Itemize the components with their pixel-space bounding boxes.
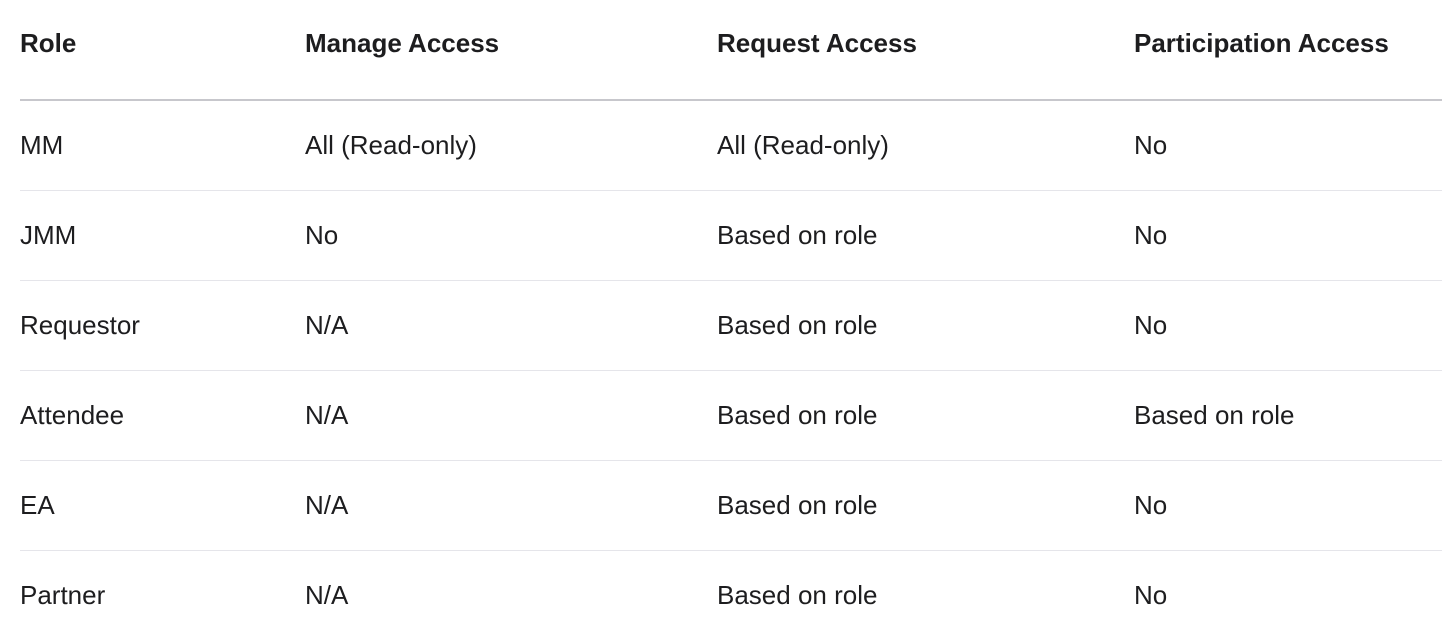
table-row: EA N/A Based on role No	[20, 460, 1442, 551]
cell-role: JMM	[20, 190, 305, 281]
table-row: Partner N/A Based on role No	[20, 550, 1442, 640]
cell-manage-access: N/A	[305, 280, 717, 371]
cell-role: Attendee	[20, 370, 305, 461]
cell-request-access: Based on role	[717, 579, 878, 610]
cell-role: Requestor	[20, 280, 305, 371]
table-row: JMM No Based on role No	[20, 190, 1442, 281]
table-body: MM All (Read-only) All (Read-only) No JM…	[20, 100, 1442, 640]
cell-request-access: Based on role	[717, 460, 1134, 551]
cell-participation-access: No	[1134, 460, 1442, 551]
cell-participation-access: No	[1134, 100, 1442, 191]
header-request-access: Request Access	[717, 0, 1134, 101]
cell-role: EA	[20, 460, 305, 551]
role-access-table: Role Manage Access Request Access Partic…	[20, 0, 1442, 640]
header-participation-access: Participation Access	[1134, 0, 1442, 101]
table-row: Requestor N/A Based on role No	[20, 280, 1442, 371]
cell-participation-access: No	[1134, 280, 1442, 371]
cell-request-access: Based on role	[717, 190, 1134, 281]
cell-role: Partner	[20, 579, 106, 610]
cell-request-access: Based on role	[717, 370, 1134, 461]
cell-manage-access: N/A	[305, 370, 717, 461]
cell-manage-access: No	[305, 190, 717, 281]
header-row: Role Manage Access Request Access Partic…	[20, 0, 1442, 101]
cell-participation-access: No	[1134, 579, 1168, 610]
cell-manage-access: N/A	[305, 579, 349, 610]
header-manage-access: Manage Access	[305, 0, 717, 101]
header-role: Role	[20, 0, 305, 101]
table-row: MM All (Read-only) All (Read-only) No	[20, 100, 1442, 191]
cell-participation-access: No	[1134, 190, 1442, 281]
cell-request-access: All (Read-only)	[717, 100, 1134, 191]
cell-role: MM	[20, 100, 305, 191]
cell-manage-access: All (Read-only)	[305, 100, 717, 191]
table-row: Attendee N/A Based on role Based on role	[20, 370, 1442, 461]
cell-request-access: Based on role	[717, 280, 1134, 371]
table-header: Role Manage Access Request Access Partic…	[20, 0, 1442, 101]
cell-participation-access: Based on role	[1134, 370, 1442, 461]
cell-manage-access: N/A	[305, 460, 717, 551]
